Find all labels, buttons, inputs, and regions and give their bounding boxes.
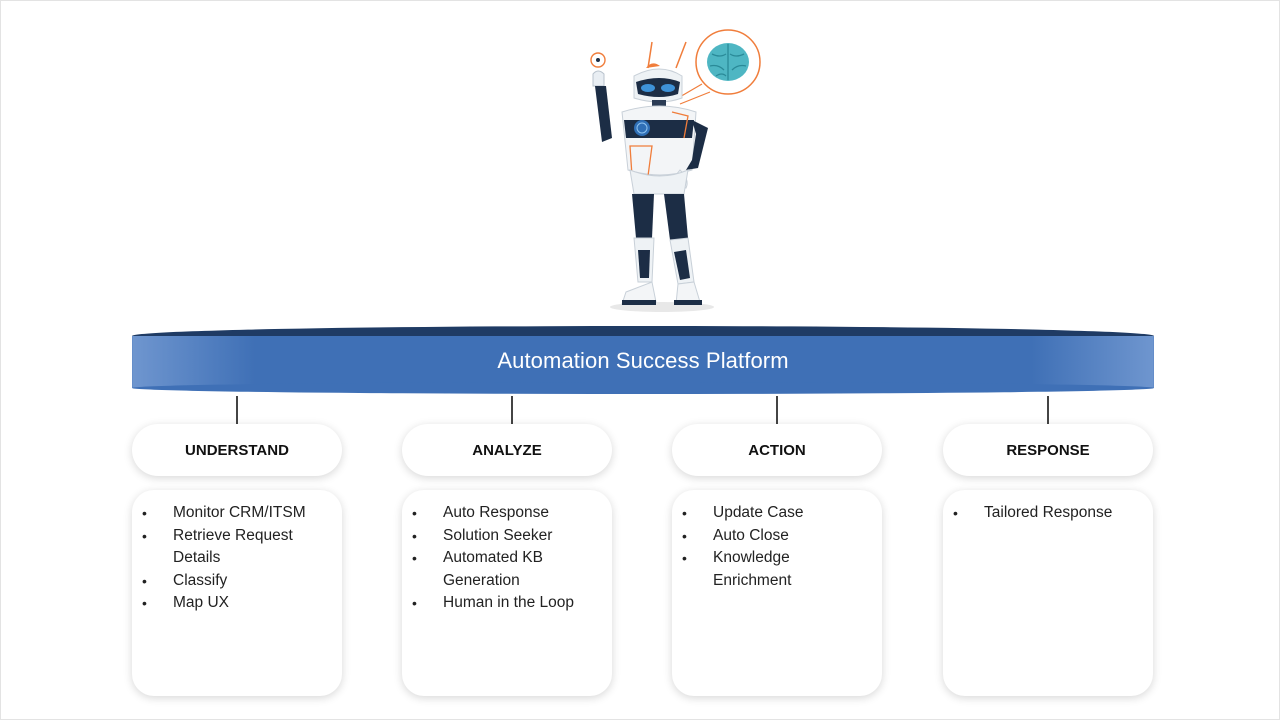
robot-illustration: [590, 29, 761, 312]
understand-list: Monitor CRM/ITSM Retrieve Request Detail…: [142, 502, 328, 615]
brain-icon: [707, 43, 749, 81]
connector-line: [776, 396, 778, 424]
list-item: Tailored Response: [953, 502, 1139, 525]
connector-line: [236, 396, 238, 424]
pillar-heading-understand: UNDERSTAND: [132, 424, 342, 476]
pillar-card-response: Tailored Response: [943, 490, 1153, 696]
connector-line: [1047, 396, 1049, 424]
pillar-card-action: Update Case Auto Close Knowledge Enrichm…: [672, 490, 882, 696]
list-item: Retrieve Request Details: [142, 525, 328, 570]
response-list: Tailored Response: [953, 502, 1139, 525]
list-item: Auto Response: [412, 502, 598, 525]
list-item: Monitor CRM/ITSM: [142, 502, 328, 525]
list-item: Human in the Loop: [412, 592, 598, 615]
list-item: Auto Close: [682, 525, 868, 548]
thought-bubble-icon: [695, 29, 761, 95]
list-item: Automated KB Generation: [412, 547, 598, 592]
list-item: Update Case: [682, 502, 868, 525]
pillar-card-analyze: Auto Response Solution Seeker Automated …: [402, 490, 612, 696]
list-item: Map UX: [142, 592, 328, 615]
connector-line: [511, 396, 513, 424]
platform-band-shape: [132, 326, 1154, 394]
lightbulb-icon: [590, 52, 606, 68]
list-item: Classify: [142, 570, 328, 593]
list-item: Knowledge Enrichment: [682, 547, 868, 592]
pillar-card-understand: Monitor CRM/ITSM Retrieve Request Detail…: [132, 490, 342, 696]
action-list: Update Case Auto Close Knowledge Enrichm…: [682, 502, 868, 592]
automation-platform-banner: Automation Success Platform: [132, 322, 1154, 396]
pillar-heading-action: ACTION: [672, 424, 882, 476]
pillar-heading-response: RESPONSE: [943, 424, 1153, 476]
platform-title: Automation Success Platform: [497, 348, 789, 373]
list-item: Solution Seeker: [412, 525, 598, 548]
pillar-heading-analyze: ANALYZE: [402, 424, 612, 476]
analyze-list: Auto Response Solution Seeker Automated …: [412, 502, 598, 615]
